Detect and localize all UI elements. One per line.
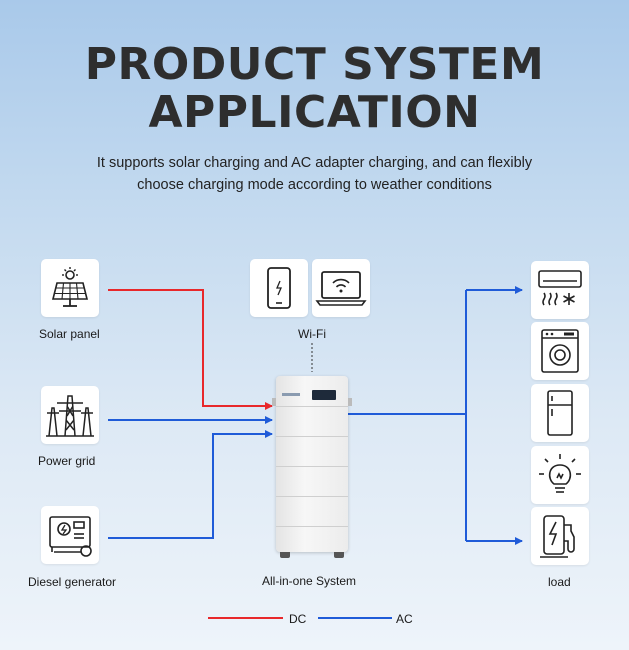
diesel-generator-box bbox=[41, 506, 99, 564]
solar-panel-label: Solar panel bbox=[39, 327, 100, 341]
ac-wire-generator bbox=[108, 430, 273, 539]
laptop-wifi-icon bbox=[315, 271, 367, 306]
brand-logo bbox=[282, 393, 300, 396]
right-handle bbox=[348, 398, 352, 406]
system-label: All-in-one System bbox=[262, 574, 357, 588]
washing-machine-icon bbox=[541, 329, 579, 373]
load-label: load bbox=[548, 575, 571, 589]
wifi-label: Wi-Fi bbox=[298, 327, 326, 341]
solar-panel-box bbox=[41, 259, 99, 317]
laptop-box bbox=[312, 259, 370, 317]
refrigerator-icon bbox=[547, 390, 573, 436]
legend-dc-label: DC bbox=[289, 612, 307, 626]
tablet-icon bbox=[267, 267, 291, 309]
all-in-one-system-unit bbox=[272, 376, 352, 558]
module-seam bbox=[276, 466, 348, 467]
module-seam bbox=[276, 496, 348, 497]
display-screen bbox=[312, 390, 336, 400]
diesel-generator-label: Diesel generator bbox=[28, 575, 117, 589]
solar-panel-icon bbox=[51, 267, 89, 307]
tablet-box bbox=[250, 259, 308, 317]
dc-wire-solar bbox=[108, 289, 273, 410]
air-conditioner-box bbox=[531, 261, 589, 319]
light-bulb-icon bbox=[539, 454, 581, 493]
legend-ac-label: AC bbox=[396, 612, 413, 626]
refrigerator-box bbox=[531, 384, 589, 442]
left-handle bbox=[272, 398, 276, 406]
module-seam bbox=[276, 406, 348, 407]
power-tower-icon bbox=[46, 395, 94, 437]
air-conditioner-icon bbox=[538, 270, 582, 306]
light-bulb-box bbox=[531, 446, 589, 504]
washing-machine-box bbox=[531, 322, 589, 380]
ev-charger-box bbox=[531, 507, 589, 565]
subtitle: It supports solar charging and AC adapte… bbox=[96, 155, 533, 193]
module-seam bbox=[276, 526, 348, 527]
page-title-line2: APPLICATION bbox=[148, 87, 481, 138]
power-grid-box bbox=[41, 386, 99, 444]
generator-icon bbox=[49, 516, 92, 557]
wheel bbox=[334, 552, 344, 558]
ev-charger-icon bbox=[540, 515, 575, 558]
page-title-line1: PRODUCT SYSTEM bbox=[84, 39, 545, 90]
power-grid-label: Power grid bbox=[38, 454, 96, 468]
wheel bbox=[280, 552, 290, 558]
module-seam bbox=[276, 436, 348, 437]
